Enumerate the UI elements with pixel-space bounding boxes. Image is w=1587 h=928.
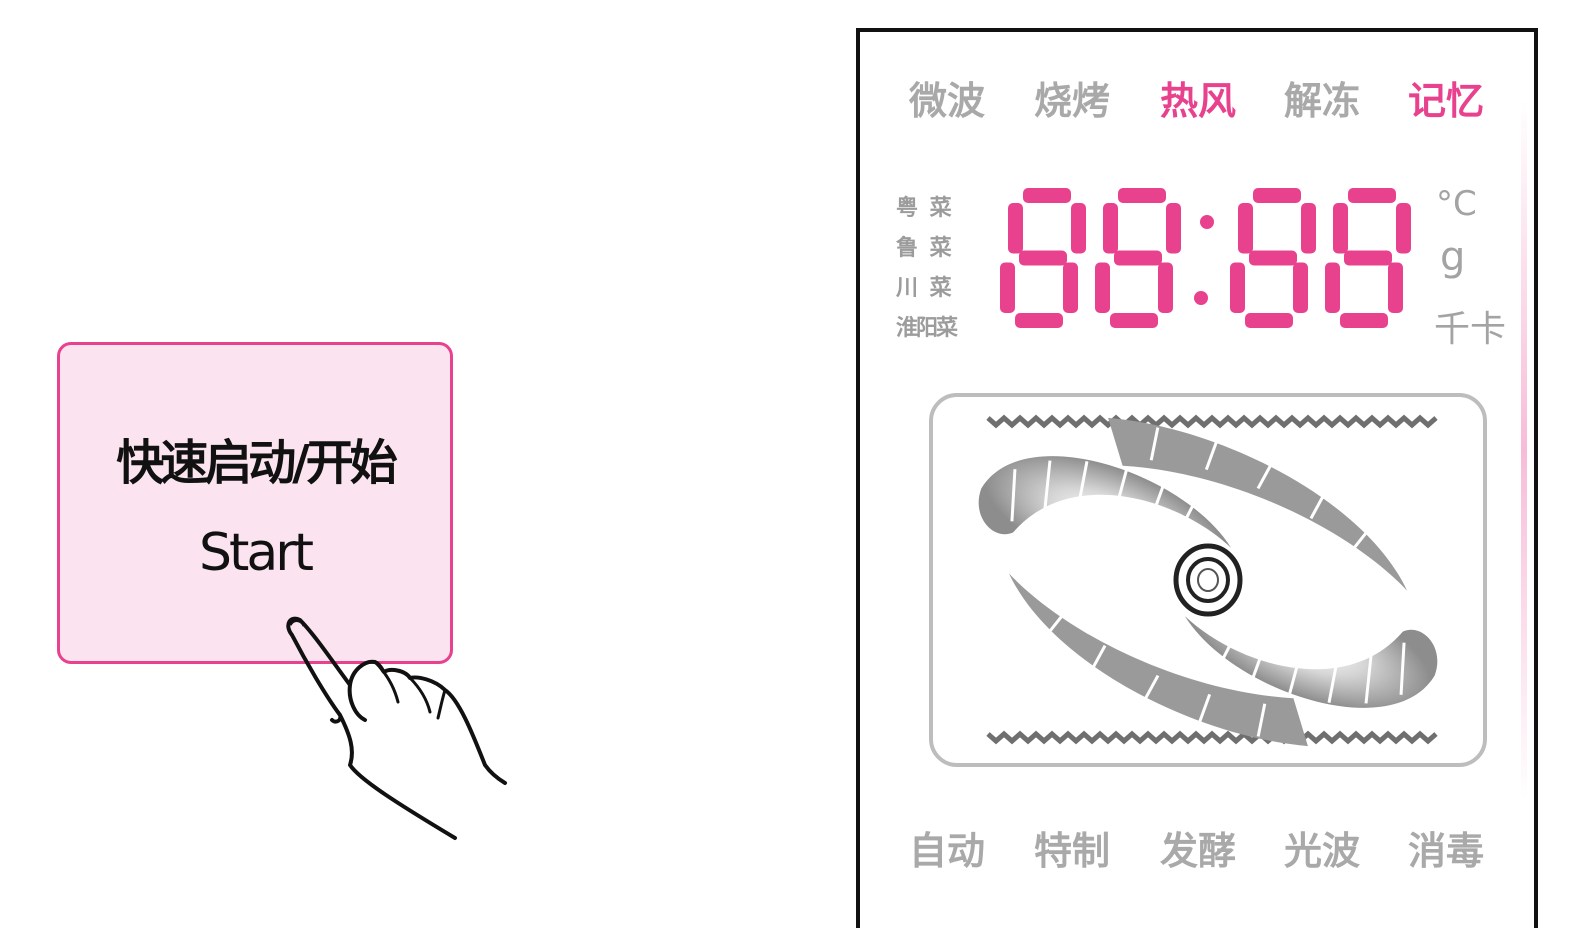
mode-microwave: 微波 [908,79,986,123]
cuisine-huaiyang: 淮阳菜 [896,316,958,341]
clock-segment [1063,262,1078,313]
clock-segment [1230,262,1245,313]
clock-segment [1293,262,1308,313]
pointing-hand-icon [286,616,507,840]
mode-special: 特制 [1033,829,1111,873]
clock-segment [1023,188,1071,203]
clock-segment [1396,203,1411,254]
mode-convection: 热风 [1159,79,1237,123]
clock-segment [1008,203,1023,254]
start-button-label-en: Start [198,523,314,583]
cuisine-cantonese: 粤 菜 [896,196,954,221]
cuisine-shandong: 鲁 菜 [896,236,954,261]
mode-grill: 烧烤 [1033,79,1111,123]
clock-segment [1103,203,1118,254]
unit-celsius: °C [1436,184,1477,224]
clock-segment [1245,313,1293,328]
clock-segment [1015,313,1063,328]
unit-kcal: 千卡 [1434,309,1507,350]
mode-sterilize: 消毒 [1407,829,1485,873]
clock-segment [1253,188,1301,203]
clock-segment [1301,203,1316,254]
clock-segment [1238,203,1253,254]
clock-segment [1000,262,1015,313]
mode-auto: 自动 [908,829,986,873]
clock-segment [1158,262,1173,313]
mode-memory: 记忆 [1407,79,1485,123]
clock-segment [1114,250,1162,266]
clock-segment [1340,313,1388,328]
quick-start-button[interactable]: 快速启动/开始 Start [57,342,453,664]
clock-segment [1110,313,1158,328]
mode-defrost: 解冻 [1283,79,1361,123]
cuisine-sichuan: 川 菜 [896,276,954,301]
clock-segment [1344,250,1392,266]
convection-fan-icon [929,393,1487,767]
clock-segment [1019,250,1067,266]
clock-segment [1071,203,1086,254]
clock-display [1000,188,1411,328]
display-panel [856,28,1538,928]
start-button-label-cn: 快速启动/开始 [116,435,398,491]
mode-lightwave: 光波 [1283,829,1361,873]
clock-segment [1095,262,1110,313]
clock-segment [1166,203,1181,254]
clock-segment [1325,262,1340,313]
panel-edge-highlight [1521,100,1527,800]
mode-ferment: 发酵 [1159,829,1237,873]
clock-segment [1249,250,1297,266]
clock-segment [1118,188,1166,203]
clock-segment [1388,262,1403,313]
unit-grams: g [1440,234,1466,280]
clock-segment [1333,203,1348,254]
clock-segment [1348,188,1396,203]
